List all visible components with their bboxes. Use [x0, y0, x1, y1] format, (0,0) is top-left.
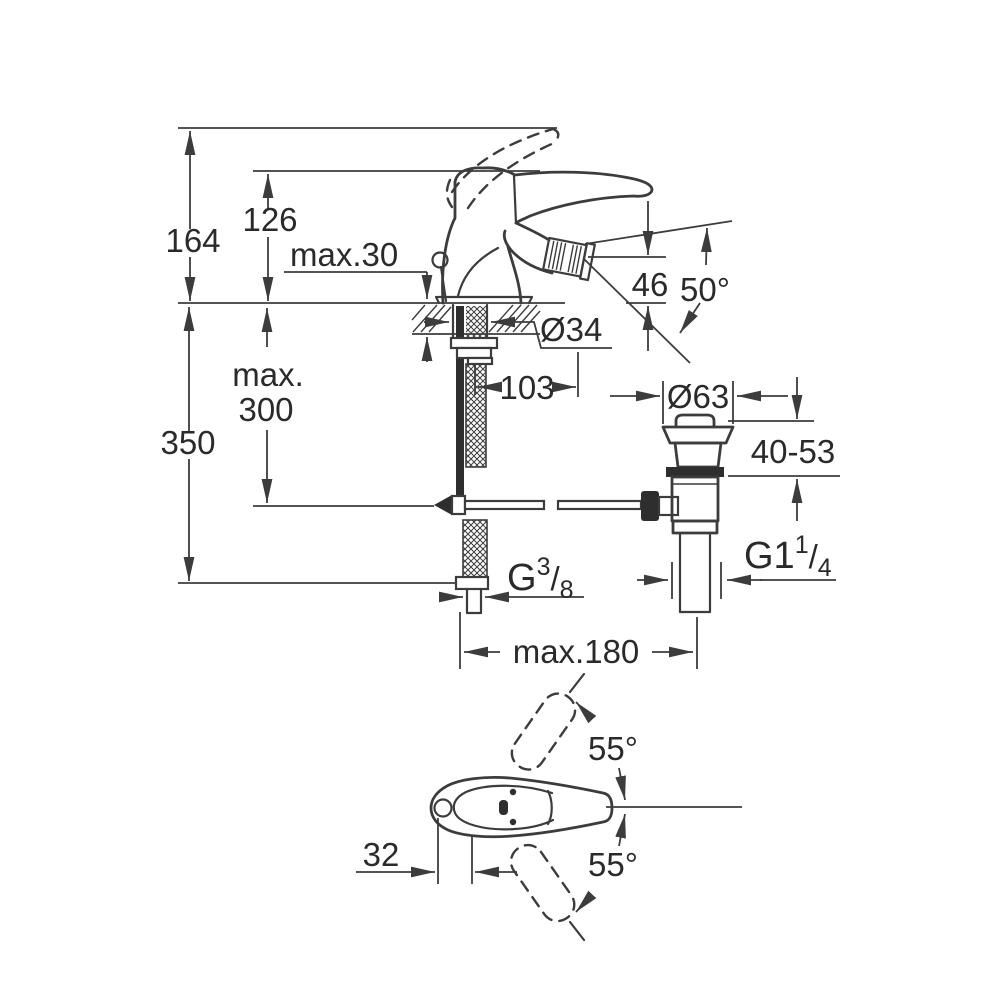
- handle-top-view: [429, 775, 614, 839]
- waste-rod-knob: [641, 491, 659, 521]
- waste-tailpipe: [678, 531, 712, 614]
- waste-thread-numerator: 1: [795, 531, 809, 559]
- waste-flange: [661, 425, 735, 445]
- dim-handle-swivel-upper: 55°: [575, 701, 638, 801]
- mounting-shank-and-hoses: [434, 303, 680, 615]
- supply-thread-slash: /: [550, 560, 560, 597]
- handle-swivel-upper-label: 55°: [588, 730, 638, 767]
- dim-spout-angle: 50°: [583, 220, 733, 364]
- reference-lines: [178, 127, 666, 584]
- hose-depth-label-line1: max.: [232, 356, 304, 393]
- dim-offset-103: 103: [474, 352, 579, 406]
- total-depth-label: 350: [160, 424, 215, 461]
- hole-diameter-label: Ø34: [540, 311, 602, 348]
- offset-103-label: 103: [499, 369, 554, 406]
- handle-logo-mark: [499, 800, 508, 815]
- waste-flange-diameter-label: Ø63: [667, 378, 729, 415]
- rod-joint: [434, 495, 452, 515]
- lever-raised-dashed-outline: [445, 127, 560, 210]
- side-view-drawing: 164 126 max.30 350 max. 300: [160, 127, 840, 670]
- pop-up-rod-horizontal: [463, 499, 546, 511]
- dim-hole-diameter: Ø34: [424, 311, 612, 349]
- supply-thread-prefix: G: [507, 557, 537, 599]
- pop-up-waste: [661, 413, 735, 614]
- pop-up-knob-top-view: [433, 798, 453, 818]
- waste-deck-range-label: 40-53: [751, 433, 835, 470]
- waste-thread-denominator: 4: [818, 554, 832, 582]
- dim-waste-flange-diameter: Ø63: [610, 378, 788, 424]
- top-view-drawing: 55° 55° 32: [356, 672, 742, 942]
- deck-thickness-label: max.30: [290, 236, 398, 273]
- handle-swivel-lower-label: 55°: [588, 846, 638, 883]
- dim-outlet-height: 46: [632, 201, 669, 351]
- handle-swivel-dashed-positions: [509, 672, 586, 942]
- total-height-label: 164: [165, 222, 220, 259]
- dim-total-depth: 350: [160, 307, 216, 581]
- dim-faucet-to-waste-offset: max.180: [459, 612, 698, 670]
- supply-thread-label: G3/8: [507, 553, 574, 604]
- hose-depth-label-line2: 300: [238, 391, 293, 428]
- supply-thread-numerator: 3: [537, 553, 551, 581]
- dim-handle-back-offset: 32: [356, 818, 517, 884]
- waste-thread-label: G11/4: [744, 531, 832, 582]
- dim-deck-thickness: max.30: [284, 236, 433, 362]
- dim-handle-swivel-lower: 55°: [575, 813, 638, 913]
- faucet-body: [431, 127, 654, 305]
- spout-angle-label: 50°: [680, 271, 730, 308]
- dim-waste-thread: G11/4: [637, 531, 836, 599]
- flexible-hose-lower: [462, 519, 488, 578]
- dim-waste-deck-range: 40-53: [728, 377, 840, 521]
- outlet-height-label: 46: [632, 266, 669, 303]
- dim-total-height: 164: [165, 131, 221, 301]
- faucet-to-waste-offset-label: max.180: [513, 633, 640, 670]
- pop-up-rod-vertical: [456, 306, 464, 500]
- waste-thread-prefix: G1: [744, 535, 795, 577]
- dim-hose-depth: max. 300: [232, 308, 304, 503]
- spout-height-label: 126: [242, 201, 297, 238]
- mounting-nut: [455, 346, 493, 360]
- handle-back-offset-label: 32: [363, 836, 400, 873]
- supply-thread-denominator: 8: [560, 576, 574, 604]
- faucet-lever: [453, 166, 654, 225]
- dim-supply-thread: G3/8: [439, 553, 584, 604]
- flexible-hose-upper: [465, 363, 487, 468]
- waste-thread-slash: /: [809, 538, 819, 575]
- supply-connection-nut: [454, 575, 490, 591]
- dim-spout-height: 126: [242, 174, 298, 301]
- waste-seal: [666, 467, 724, 477]
